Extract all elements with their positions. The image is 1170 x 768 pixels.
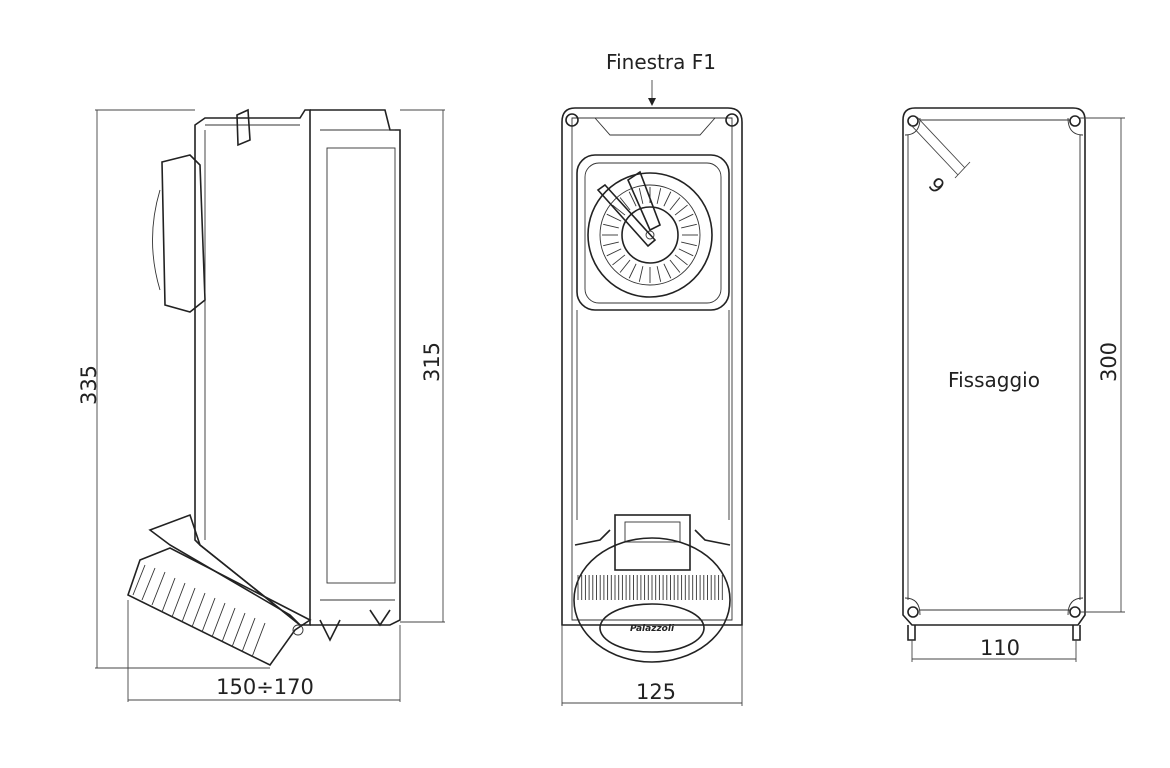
dial-tick — [606, 213, 622, 222]
dial-tick — [603, 223, 619, 229]
dial-tick — [628, 263, 637, 279]
mounting-height-dimension: 300 — [1097, 342, 1121, 382]
front-width-dimension: 125 — [636, 680, 676, 704]
side-height-dimension: 335 — [77, 365, 101, 405]
dial-tick — [656, 266, 662, 282]
dial-tick — [638, 188, 644, 204]
dial-tick — [681, 241, 697, 247]
mounting-width-dimension: 110 — [980, 636, 1020, 660]
front-view: Finestra F1 Palazzoli 125 — [561, 50, 743, 706]
dial-tick — [678, 248, 694, 257]
side-view: 335 315 150÷170 — [77, 108, 445, 702]
arrow-down-icon — [648, 98, 656, 106]
dial-tick — [678, 213, 694, 222]
mounting-label: Fissaggio — [948, 368, 1040, 392]
dial-tick — [612, 204, 626, 216]
dial-tick — [606, 248, 622, 257]
dial-tick — [681, 223, 697, 229]
dial-tick — [669, 259, 681, 273]
side-inner-height-dimension: 315 — [420, 342, 444, 382]
dial-tick — [638, 266, 644, 282]
dial-tick — [619, 259, 631, 273]
dial-tick — [663, 191, 672, 207]
side-depth-dimension: 150÷170 — [216, 675, 314, 699]
dial-tick — [669, 197, 681, 211]
dial-tick — [628, 191, 637, 207]
dial-tick — [619, 197, 631, 211]
dial-tick — [612, 254, 626, 266]
dial-tick — [656, 188, 662, 204]
dial-tick — [674, 204, 688, 216]
hole-dimension: 6 — [924, 172, 950, 198]
dial-tick — [674, 254, 688, 266]
dial-tick — [603, 241, 619, 247]
window-label: Finestra F1 — [606, 50, 716, 74]
mounting-view: 6 Fissaggio 300 110 — [902, 107, 1125, 662]
brand-logo: Palazzoli — [630, 624, 675, 634]
dial-tick — [663, 263, 672, 279]
